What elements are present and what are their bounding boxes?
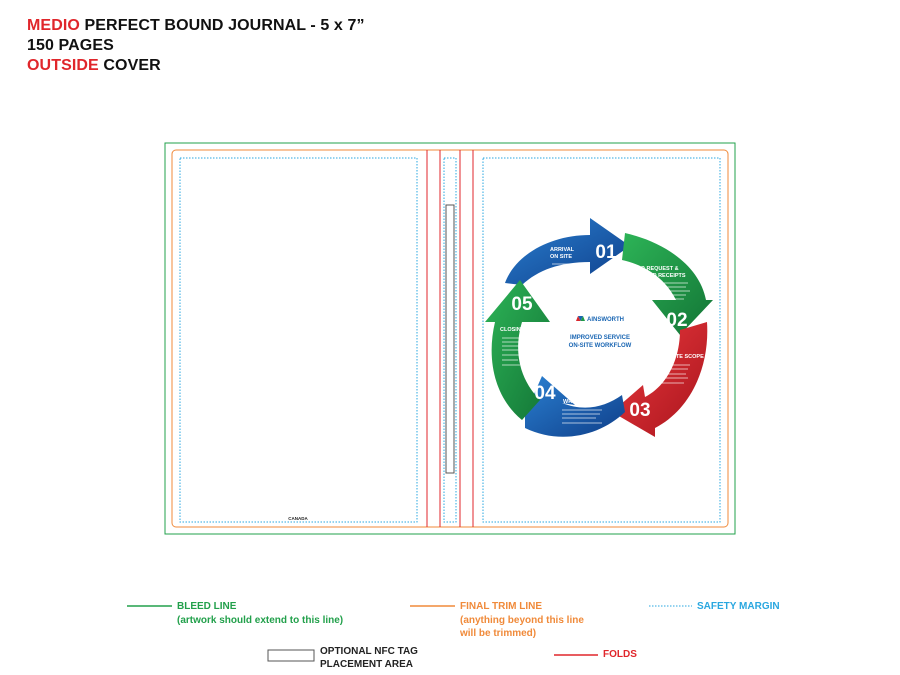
workflow-graphic: AINSWORTH IMPROVED SERVICE ON-SITE WORKF… [485, 218, 713, 437]
step-title-01b: ON SITE [550, 254, 572, 260]
legend-nfc-swatch [267, 649, 315, 662]
step-title-01a: ARRIVAL [550, 247, 575, 253]
legend-nfc-line-1: OPTIONAL NFC TAG [320, 646, 418, 657]
legend-trim-desc-1: (anything beyond this line [460, 615, 584, 626]
safety-margin-back [179, 157, 418, 523]
step-number-01: 01 [595, 242, 617, 263]
ainsworth-logo-icon-red [576, 316, 581, 321]
title-accent-medio: MEDIO [27, 17, 80, 34]
step-number-04: 04 [534, 383, 556, 404]
legend-bleed-desc: (artwork should extend to this line) [177, 615, 344, 626]
step-number-05: 05 [511, 294, 533, 315]
title-accent-outside: OUTSIDE [27, 57, 99, 74]
legend-bleed-title: BLEED LINE [177, 601, 237, 612]
legend-folds-title: FOLDS [603, 649, 637, 660]
step-arrow-04 [525, 376, 625, 437]
bleed-line [164, 142, 736, 535]
title-cover: COVER [98, 57, 161, 74]
workflow-title-2: ON-SITE WORKFLOW [569, 343, 632, 349]
pages-line: 150 PAGES [27, 37, 114, 54]
legend-trim-desc-2: will be trimmed) [460, 628, 537, 639]
title-line-1: MEDIO PERFECT BOUND JOURNAL - 5 x 7” [27, 17, 365, 35]
safety-margin-spine [443, 157, 457, 523]
ainsworth-logo-icon [578, 316, 583, 321]
step-details [502, 263, 690, 424]
step-number-02: 02 [666, 310, 687, 331]
workflow-title-1: IMPROVED SERVICE [570, 335, 630, 341]
legend-trim-title: FINAL TRIM LINE [460, 601, 543, 612]
back-cover-label: CANADA [288, 516, 308, 521]
ainsworth-logo-icon-green [580, 316, 585, 321]
step-title-02a: PO REQUEST & [637, 266, 679, 272]
legend-safety-title: SAFETY MARGIN [697, 601, 780, 612]
workflow-brand: AINSWORTH [587, 317, 624, 323]
nfc-area [445, 204, 455, 474]
title-line-3: OUTSIDE COVER [27, 57, 161, 75]
step-title-05: CLOSING OUT [500, 327, 539, 333]
title-rest: PERFECT BOUND JOURNAL - 5 x 7” [79, 17, 365, 34]
trim-line [171, 149, 729, 528]
step-title-02b: PCARD RECEIPTS [637, 273, 686, 279]
workflow-center [552, 284, 648, 380]
legend-nfc-line-2: PLACEMENT AREA [320, 659, 413, 670]
step-arrow-03 [612, 322, 708, 437]
step-title-03: EXECUTE SCOPE [657, 354, 704, 360]
step-arrow-01 [505, 218, 630, 285]
step-title-04: WRAPPING UP [563, 399, 603, 405]
step-number-03: 03 [629, 400, 650, 421]
safety-margin-front [482, 157, 721, 523]
step-arrow-02 [622, 233, 713, 335]
